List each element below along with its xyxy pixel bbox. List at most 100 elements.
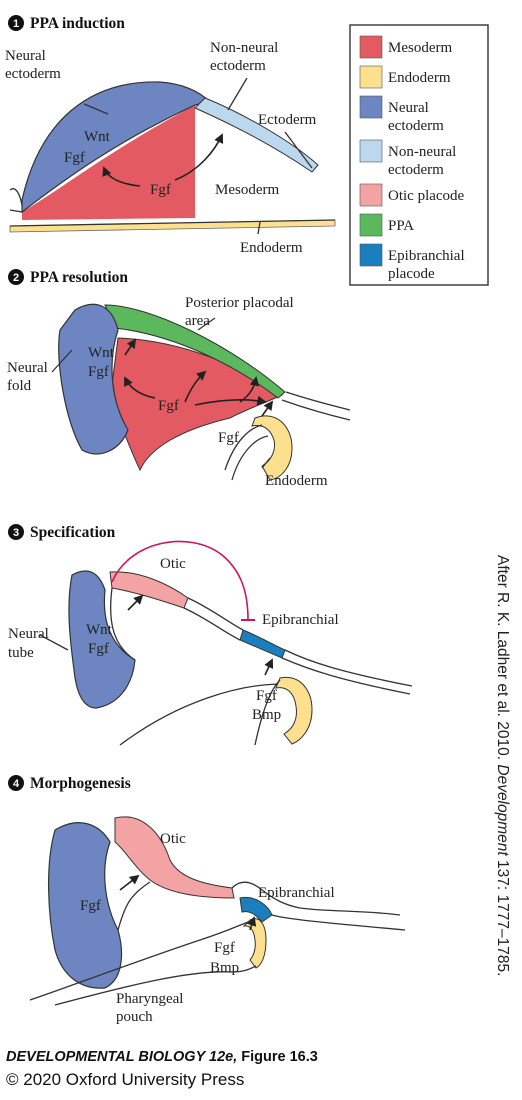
- p1-fgf-left-label: Fgf: [64, 150, 85, 166]
- panel-3-number: 3: [13, 527, 19, 539]
- p2-wnt-arrow: [124, 338, 137, 356]
- panel-2-number-badge: [8, 269, 24, 285]
- side-credit: After R. K. Ladher et al. 2010. Developm…: [494, 555, 511, 976]
- footer-copyright: © 2020 Oxford University Press: [6, 1070, 244, 1089]
- p1-mesoderm: [22, 105, 195, 220]
- p3-otic-arrow: [127, 594, 144, 611]
- p2-fgf-left-label: Fgf: [88, 364, 109, 380]
- p4-pharynx-line-b: [54, 965, 257, 1006]
- panel-2: 2 PPA resolution Posterior placodal area…: [7, 269, 351, 489]
- p4-pharyngeal-label-b: pouch: [116, 1009, 153, 1025]
- panel-1-title: PPA induction: [30, 15, 125, 32]
- p1-wnt-label: Wnt: [84, 129, 111, 145]
- p1-ectoderm-pointer: [284, 131, 313, 169]
- legend-swatch-0: [359, 35, 383, 59]
- p1-mesoderm-label: Mesoderm: [215, 182, 279, 198]
- p1-fgf-center-label: Fgf: [150, 182, 171, 198]
- p2-endoderm-line-a: [224, 424, 263, 471]
- legend-swatch-4: [359, 183, 383, 207]
- p1-ectoderm-label: Ectoderm: [258, 112, 317, 128]
- p2-ppa-pointer: [197, 317, 216, 331]
- p2-fgf-arrow-left: [124, 376, 156, 399]
- p1-non-neural-label-b: ectoderm: [210, 58, 266, 74]
- p2-neural-fold-pointer: [51, 349, 73, 373]
- p1-left-edge: [9, 188, 23, 213]
- p2-fgf-arrow-mid: [184, 370, 207, 403]
- p1-fgf-arrow-right: [174, 133, 224, 181]
- panel-2-title: PPA resolution: [30, 269, 128, 286]
- p2-neural-fold-label-b: fold: [7, 378, 32, 394]
- panel-3-title: Specification: [30, 524, 116, 541]
- side-credit-a: After R. K. Ladher et al. 2010.: [494, 555, 511, 764]
- legend-label-6: Epibranchial: [388, 248, 465, 264]
- legend-label-4: Otic placode: [388, 188, 465, 204]
- p1-nonneural-pointer: [227, 77, 248, 111]
- p4-otic: [114, 816, 235, 899]
- legend-label-2-line2: ectoderm: [388, 118, 444, 134]
- p2-ppa-label-b: area: [185, 313, 210, 329]
- p3-pharynx-line: [119, 683, 279, 746]
- p3-epibranchial-placode: [239, 629, 286, 659]
- p2-ectoderm-line-bottom: [281, 399, 351, 421]
- p2-fgf-center-label: Fgf: [158, 398, 179, 414]
- p4-epibranchial-label: Epibranchial: [258, 885, 335, 901]
- p2-fgf-endoderm-label: Fgf: [218, 430, 239, 446]
- p1-fgf-arrow-left: [102, 166, 141, 187]
- p3-neural-tube: [68, 570, 136, 709]
- p4-pharyngeal-label-a: Pharyngeal: [116, 991, 183, 1007]
- p3-neural-tube-pointer: [39, 634, 69, 651]
- p1-neural-ectoderm-label-a: Neural: [5, 48, 46, 64]
- p3-endoderm: [275, 676, 313, 745]
- p2-neural-fold-label-a: Neural: [7, 360, 48, 376]
- legend-label-3-line2: ectoderm: [388, 162, 444, 178]
- p4-ectoderm-line-bottom: [271, 914, 406, 931]
- footer-book: DEVELOPMENTAL BIOLOGY 12e,: [6, 1049, 241, 1065]
- p3-otic-placode: [109, 571, 189, 609]
- panel-1-number: 1: [13, 18, 19, 30]
- p4-otic-arrow: [119, 874, 140, 891]
- p2-endoderm-line-b: [231, 435, 269, 481]
- p1-endoderm-label: Endoderm: [240, 240, 303, 256]
- legend-label-1: Endoderm: [388, 70, 451, 86]
- p4-endoderm: [242, 918, 267, 969]
- legend-swatch-6: [359, 243, 383, 267]
- p2-neural-fold: [58, 303, 129, 455]
- p3-inner-line: [109, 587, 136, 661]
- legend-entries: MesodermEndodermNeuralectodermNon-neural…: [359, 35, 465, 282]
- panel-1-number-badge: [8, 15, 24, 31]
- p2-endoderm-arrow: [261, 400, 274, 417]
- p3-ectoderm-line-top: [187, 597, 413, 687]
- legend-label-3: Non-neural: [388, 144, 456, 160]
- p3-epibranchial-arrow: [264, 658, 274, 676]
- panel-4-number: 4: [13, 778, 20, 790]
- p4-fgf-left-label: Fgf: [80, 898, 101, 914]
- p2-fgf-arrow-right: [194, 395, 267, 406]
- p3-neural-tube-label-b: tube: [8, 645, 34, 661]
- legend-swatch-1: [359, 65, 383, 89]
- panel-4-number-badge: [8, 775, 24, 791]
- legend-swatch-2: [359, 95, 383, 119]
- panel-4: 4 Morphogenesis Otic Epibranchial Fgf Fg…: [8, 775, 406, 1025]
- panel-3: 3 Specification Otic Epibranchial Neural…: [8, 524, 413, 746]
- p4-ectoderm-line-top: [231, 881, 401, 916]
- p2-endoderm-label: Endoderm: [265, 473, 328, 489]
- p3-epibranchial-label: Epibranchial: [262, 612, 339, 628]
- p2-ppa-label-a: Posterior placodal: [185, 295, 294, 311]
- p3-neural-tube-label-a: Neural: [8, 626, 49, 642]
- p1-non-neural-ectoderm: [194, 97, 319, 173]
- legend-swatch-3: [359, 139, 383, 163]
- panel-3-number-badge: [8, 524, 24, 540]
- p3-inhibition-arc: [111, 540, 249, 621]
- p4-neural: [48, 822, 123, 989]
- p2-endoderm-pointer: [261, 457, 271, 469]
- p2-fgf-arrow-up: [239, 376, 260, 403]
- p4-otic-label: Otic: [160, 831, 186, 847]
- legend-label-6-line2: placode: [388, 266, 435, 282]
- side-credit-c: 137: 1777–1785.: [494, 856, 511, 977]
- p1-endoderm-pointer: [257, 221, 261, 235]
- legend-swatch-5: [359, 213, 383, 237]
- panel-4-title: Morphogenesis: [30, 775, 131, 792]
- p3-fgf-left-label: Fgf: [88, 641, 109, 657]
- legend: MesodermEndodermNeuralectodermNon-neural…: [349, 24, 489, 286]
